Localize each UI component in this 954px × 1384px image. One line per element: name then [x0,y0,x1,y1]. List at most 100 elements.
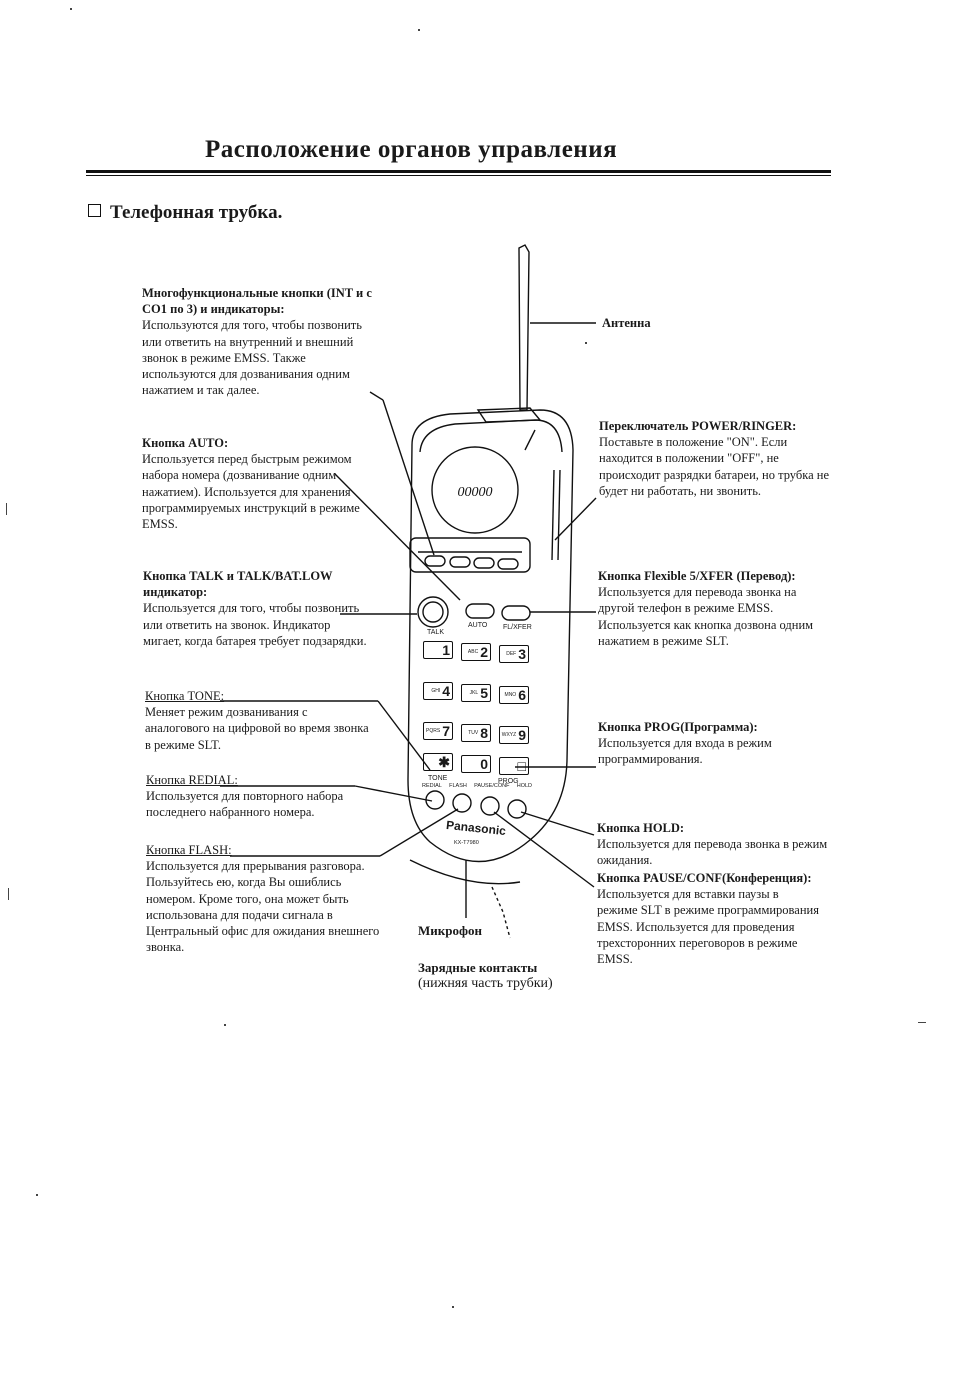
callout-body: Используется для вставки паузы в режиме … [597,887,819,967]
callout-title: Кнопка HOLD: [597,821,685,835]
fxfer-button [501,605,531,621]
callout-title: Кнопка FLASH: [146,843,232,857]
callout-title: Зарядные контакты [418,960,538,975]
callout-title: Кнопка PROG(Программа): [598,720,758,734]
title-rule-thin [86,175,831,176]
callout-flexible: Кнопка Flexible 5/XFER (Перевод): Исполь… [598,568,832,649]
callout-title: Многофункциональные кнопки (INT и с CO1 … [142,286,372,317]
pause-conf-button [480,796,500,816]
keypad-key-letters: JKL [469,690,479,696]
callout-microphone: Микрофон [418,923,482,939]
tone-label: TONE [428,775,448,782]
keypad-key-letters: PQRS [426,728,441,734]
callout-antenna: Антенна [602,315,651,331]
scan-speck [70,8,72,10]
callout-body: Используется для перевода звонка в режим… [597,837,828,868]
auto-button [465,603,495,619]
callout-title: Кнопка PAUSE/CONF(Конференция): [597,871,812,885]
keypad-key-number: ✱ [438,754,450,770]
section-heading-text: Телефонная трубка. [110,202,283,223]
talk-button [417,596,449,628]
antenna-icon [518,244,530,411]
keypad-key-letters: MNO [504,692,517,698]
callout-multifunction: Многофункциональные кнопки (INT и с CO1 … [142,285,374,398]
title-rule [86,170,831,173]
callout-body: Используется для того, чтобы позвонить и… [143,601,367,648]
callout-tone: Кнопка TONE: Меняет режим дозванивания с… [145,688,373,753]
callout-prog: Кнопка PROG(Программа): Используется для… [598,719,818,768]
keypad-key-number: 0 [480,756,488,772]
keypad-key-letters: WXYZ [501,732,517,738]
callout-body: Используется для перевода звонка на друг… [598,585,814,648]
callout-title: Кнопка TONE: [145,689,225,703]
callout-title: Кнопка AUTO: [142,436,229,450]
multifunction-strip [409,537,531,573]
keypad-key-letters: GHI [431,688,441,694]
keypad-key-number: 5 [480,685,488,701]
scan-speck [418,29,420,31]
scan-speck [36,1194,38,1196]
svg-text:00000: 00000 [458,485,493,500]
keypad-key-number: □ [517,758,526,774]
keypad-key-number: 7 [442,723,450,739]
hold-button [507,799,527,819]
page-title: Расположение органов управления [205,136,618,163]
callout-title: Переключатель POWER/RINGER: [599,419,797,433]
checkbox-icon [88,204,101,217]
keypad-key-letters: TUV [468,730,479,736]
keypad-key-letters: ABC [467,649,479,655]
hold-label: HOLD [516,783,532,789]
handset-body [407,409,574,863]
callout-body: Используется для входа в режим программи… [598,736,772,767]
flash-label: FLASH [449,783,467,789]
callout-title: Кнопка REDIAL: [146,773,238,787]
callout-redial: Кнопка REDIAL: Используется для повторно… [146,772,388,821]
keypad-key[interactable]: □ [499,757,529,775]
keypad-key-number: 6 [518,687,526,703]
callout-hold: Кнопка HOLD: Используется для перевода з… [597,820,831,869]
keypad-key-number: 8 [480,725,488,741]
scan-speck [6,503,7,515]
keypad-key-number: 9 [518,727,526,743]
callout-pause: Кнопка PAUSE/CONF(Конференция): Использу… [597,870,821,967]
section-heading: Телефонная трубка. [88,202,282,224]
keypad-key[interactable]: ✱ [423,753,453,771]
keypad-key-letters: DEF [506,651,517,657]
flash-button [452,793,472,813]
prog-label: PROG [498,778,519,785]
callout-body: Поставьте в положение "ON". Если находит… [599,435,830,498]
callout-power: Переключатель POWER/RINGER: Поставьте в … [599,418,831,499]
keypad-key-number: 1 [442,642,450,658]
callout-body: Меняет режим дозванивания с аналогового … [145,705,369,752]
earpiece-icon [431,446,519,534]
redial-label: REDIAL [422,783,442,789]
callout-charge: Зарядные контакты (нижняя часть трубки) [418,960,588,992]
pause-label: PAUSE/CONF [474,783,510,789]
callout-body: Используется для прерывания разговора. П… [146,859,380,955]
auto-label: AUTO [468,622,488,629]
keypad-key[interactable]: 0 [461,755,491,773]
callout-auto: Кнопка AUTO: Используется перед быстрым … [142,435,360,532]
callout-title: Кнопка Flexible 5/XFER (Перевод): [598,569,796,583]
keypad-key-number: 4 [442,683,450,699]
keypad-key-number: 3 [518,646,526,662]
scan-speck [452,1306,454,1308]
callout-body: Используется перед быстрым режимом набор… [142,452,360,532]
keypad-key[interactable]: 1 [423,641,453,659]
scan-speck [8,888,9,900]
fxfer-label: FL/XFER [503,624,532,631]
callout-body: Используется для повторного набора после… [146,789,344,820]
scan-speck [224,1024,226,1026]
callout-talk: Кнопка TALK и TALK/BAT.LOW индикатор: Ис… [143,568,371,649]
callout-body: Используются для того, чтобы позвонить и… [142,318,362,398]
